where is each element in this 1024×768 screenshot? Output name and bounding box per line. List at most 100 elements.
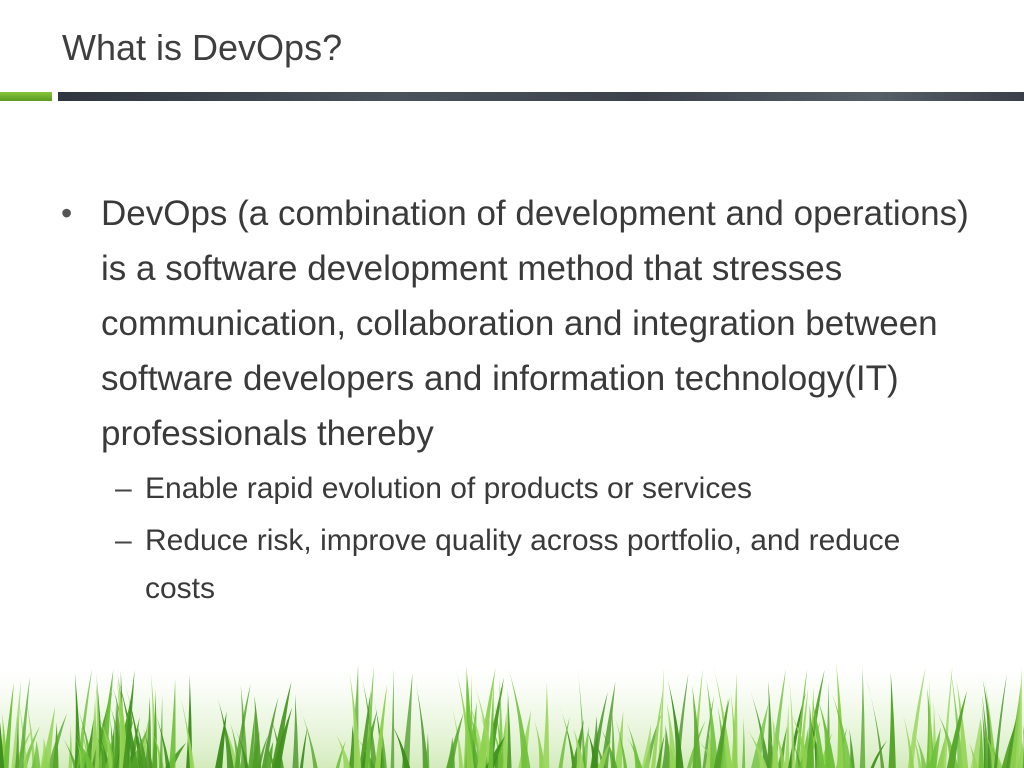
grass-blade	[273, 707, 293, 768]
grass-blade	[416, 684, 429, 768]
grass-blade	[152, 689, 158, 768]
grass-blade	[658, 667, 665, 768]
grass-blade	[153, 708, 171, 768]
grass-blade	[614, 710, 624, 768]
title-accent-dark-bar	[58, 92, 1024, 101]
grass-blade	[817, 698, 836, 768]
grass-footer-decoration	[0, 658, 1024, 768]
grass-blade	[789, 680, 796, 768]
grass-blade	[577, 669, 586, 768]
grass-blade	[52, 722, 59, 768]
grass-blade	[994, 674, 1007, 768]
grass-blade	[446, 737, 455, 768]
grass-blade	[230, 723, 242, 768]
grass-blade	[795, 669, 808, 768]
grass-blade	[271, 681, 292, 768]
grass-blade	[849, 728, 855, 768]
grass-blade	[507, 689, 512, 768]
grass-blade	[811, 699, 825, 768]
grass-blade	[981, 694, 990, 768]
grass-blade	[2, 682, 14, 768]
grass-blade	[355, 736, 376, 768]
grass-blade	[907, 667, 926, 768]
grass-blade	[24, 691, 37, 768]
grass-blade	[798, 687, 809, 768]
grass-blade	[336, 734, 351, 768]
grass-blade	[984, 730, 998, 768]
grass-blade	[713, 697, 730, 768]
grass-blade	[217, 697, 234, 768]
grass-blade	[263, 742, 277, 768]
bullet-marker: •	[61, 195, 73, 231]
grass-blade	[0, 721, 5, 768]
grass-blade	[1017, 740, 1024, 768]
grass-blade	[143, 728, 153, 768]
grass-blade	[558, 716, 570, 768]
grass-blade	[611, 703, 616, 768]
grass-blade	[770, 714, 786, 768]
grass-blade	[792, 715, 812, 768]
grass-blade	[777, 726, 788, 768]
grass-blade	[159, 694, 163, 768]
grass-blade	[374, 684, 388, 768]
grass-blade	[914, 734, 927, 768]
grass-blade	[252, 695, 262, 768]
slide-body: • DevOps (a combination of development a…	[55, 186, 975, 613]
grass-blade	[1008, 690, 1021, 768]
grass-blade	[927, 727, 941, 768]
grass-blade	[98, 707, 117, 768]
grass-blade	[542, 682, 550, 768]
grass-blade	[942, 666, 953, 768]
grass-blade	[949, 665, 963, 768]
grass-blade	[692, 685, 702, 768]
sub-bullet-list: – Enable rapid evolution of products or …	[55, 465, 975, 613]
grass-blade	[390, 721, 411, 768]
grass-blade	[969, 742, 978, 768]
grass-blade	[742, 717, 746, 768]
grass-blade	[731, 673, 738, 768]
grass-blade	[424, 733, 430, 768]
title-accent-green-bar	[0, 92, 52, 101]
main-bullet: • DevOps (a combination of development a…	[55, 186, 975, 461]
grass-blade	[335, 740, 346, 768]
grass-blade	[600, 681, 616, 768]
grass-blade	[235, 729, 249, 768]
grass-blade	[257, 735, 269, 768]
grass-blade	[262, 741, 274, 768]
grass-blade	[587, 731, 599, 768]
grass-blade	[60, 734, 78, 768]
grass-blade	[178, 691, 195, 768]
grass-blade	[534, 721, 546, 768]
grass-blade	[767, 680, 774, 768]
grass-blade	[750, 691, 770, 768]
grass-blade	[168, 679, 176, 768]
grass-blade	[751, 703, 769, 768]
grass-blade	[1015, 668, 1022, 768]
grass-blade	[41, 706, 56, 768]
grass-blade	[903, 715, 915, 768]
grass-blade	[859, 666, 866, 768]
sub-bullet-marker: –	[115, 472, 132, 505]
grass-blade	[983, 671, 997, 768]
grass-blade	[17, 694, 28, 768]
grass-blade	[248, 709, 256, 768]
grass-blade	[401, 673, 413, 768]
grass-blade	[613, 712, 628, 768]
sub-bullet-text: Enable rapid evolution of products or se…	[145, 472, 753, 505]
grass-blade	[908, 721, 922, 768]
grass-blade	[597, 740, 612, 768]
grass-blade	[31, 740, 41, 768]
grass-blade	[984, 728, 1003, 768]
grass-blade	[928, 678, 933, 768]
grass-blade	[74, 737, 95, 768]
grass-blade	[299, 726, 308, 768]
grass-blade	[712, 664, 733, 768]
grass-blade	[626, 722, 641, 768]
grass-blade	[298, 705, 318, 768]
grass-blade	[832, 693, 853, 768]
grass-blade	[558, 704, 577, 768]
grass-blade	[15, 715, 20, 768]
grass-blade	[509, 670, 531, 768]
grass-blade	[11, 680, 22, 768]
grass-blade	[888, 672, 896, 768]
